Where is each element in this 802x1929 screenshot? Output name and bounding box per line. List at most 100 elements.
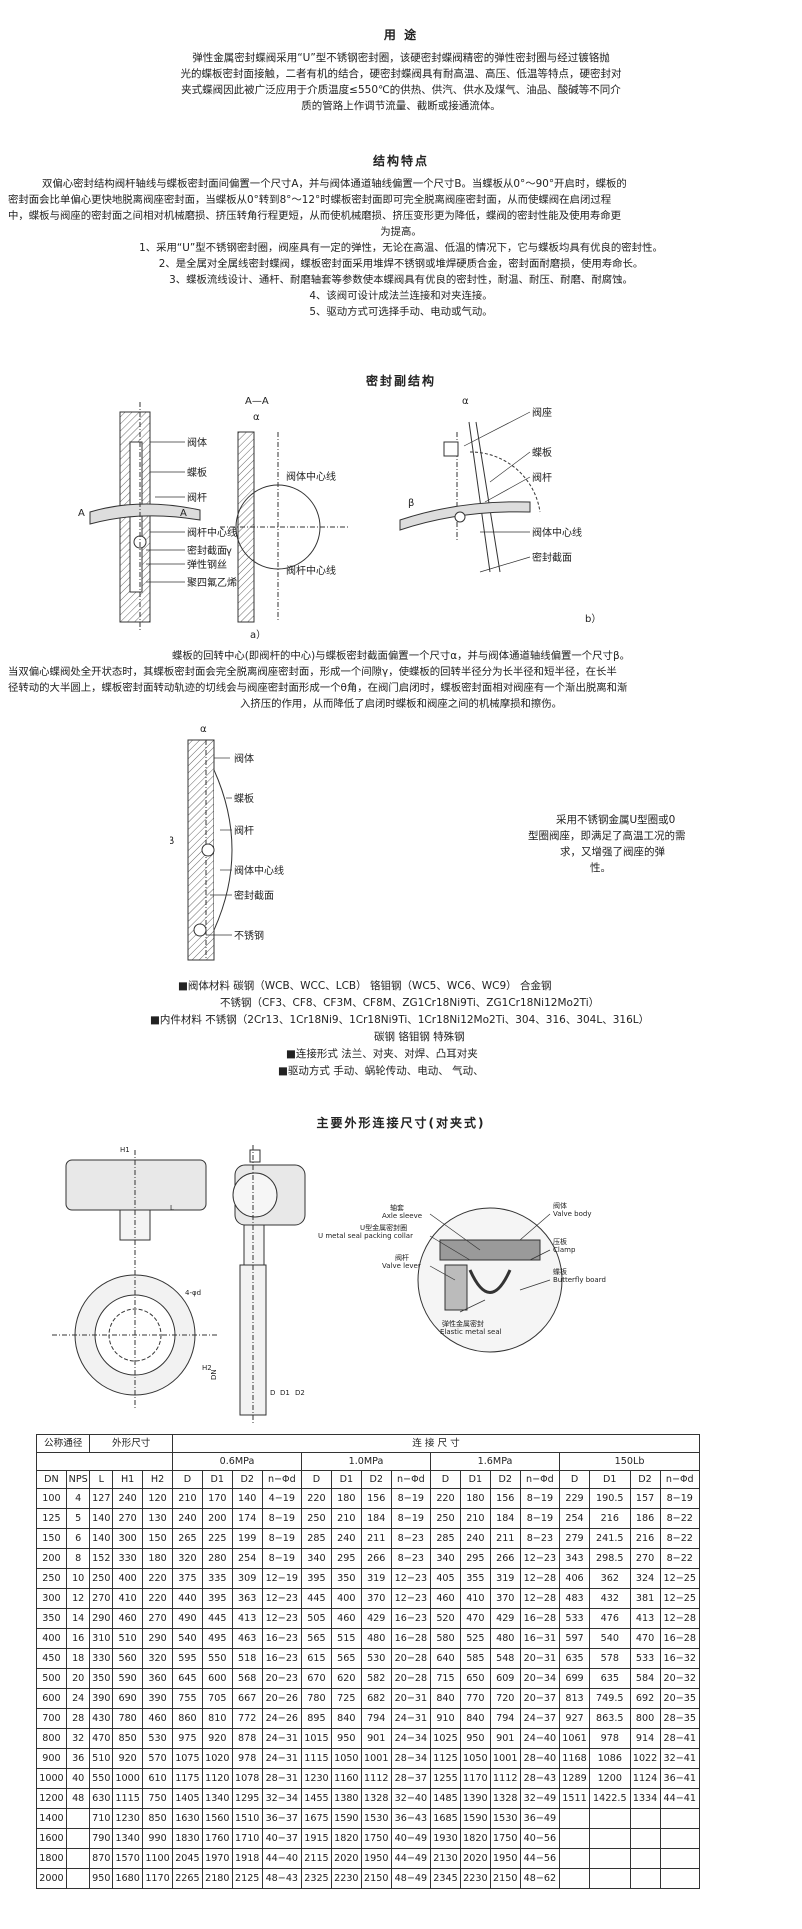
table-cell: 211 [489,1528,521,1549]
column-header: L [89,1470,114,1489]
table-cell: 950 [330,1728,362,1749]
diagram-a-label: 聚四氟乙烯 [187,576,237,589]
table-cell: 279 [559,1528,590,1549]
table-cell: 16−23 [261,1648,303,1669]
table-cell: 20−31 [390,1688,432,1709]
table-cell [629,1868,661,1889]
table-cell: 460 [330,1608,362,1629]
header-outline-dims: 外形尺寸 [89,1434,173,1453]
table-cell: 1820 [330,1828,362,1849]
table-cell: 250 [36,1568,67,1589]
table-cell: 12−23 [390,1568,432,1589]
table-cell: 2045 [171,1848,203,1869]
table-cell: 220 [430,1488,461,1509]
diagram-aa-label: 阀体中心线 [286,470,336,483]
table-cell: 901 [489,1728,521,1749]
table-cell: 381 [629,1588,661,1609]
table-cell: 340 [430,1548,461,1569]
table-cell: 125 [36,1508,67,1529]
table-cell: 295 [330,1548,362,1569]
table-cell: 298.5 [588,1548,631,1569]
table-cell: 1760 [201,1828,233,1849]
table-cell: 770 [459,1688,491,1709]
table-cell: 650 [459,1668,491,1689]
column-header: H1 [112,1470,144,1489]
table-cell [629,1848,661,1869]
table-cell: 40−49 [390,1828,432,1849]
table-cell: 48−62 [519,1868,561,1889]
table-cell: 1340 [201,1788,233,1809]
table-cell: 28−40 [519,1748,561,1769]
table-cell: 1061 [559,1728,590,1749]
table-cell: 1685 [430,1808,461,1829]
table-cell: 1160 [330,1768,362,1789]
table-cell [588,1808,631,1829]
table-cell [588,1828,631,1849]
table-cell: 1918 [231,1848,263,1869]
table-cell: 1100 [142,1848,173,1869]
features-line: 为提高。 [380,226,422,238]
table-cell [659,1828,700,1849]
table-cell: 8−23 [390,1528,432,1549]
u-ring-label: 阀体中心线 [234,864,284,877]
table-cell: 290 [89,1608,114,1629]
material-line: 碳钢 铬钼钢 特殊钢 [374,1031,465,1043]
table-cell: 1820 [459,1828,491,1849]
table-cell: 505 [301,1608,332,1629]
table-cell: 405 [430,1568,461,1589]
beta-symbol: β [408,498,414,509]
table-cell: 609 [489,1668,521,1689]
table-header-row: 公称通径 外形尺寸 连 接 尺 寸 [35,1434,701,1453]
table-cell: 692 [629,1688,661,1709]
table-cell [559,1828,590,1849]
detail-label-en: Butterfly board [553,1276,606,1284]
material-line: ■连接形式 法兰、对夹、对焊、凸耳对夹 [286,1048,478,1060]
column-header: n−Φd [659,1470,700,1489]
table-cell: 360 [142,1668,173,1689]
table-cell: 584 [629,1668,661,1689]
table-cell: 530 [142,1728,173,1749]
table-cell: 978 [231,1748,263,1769]
note-line: 型圈阀座，即满足了高温工况的需 [528,830,686,842]
table-cell: 355 [459,1568,491,1589]
dim-h1: H1 [120,1146,130,1154]
column-header: D [559,1470,590,1489]
table-cell: 518 [231,1648,263,1669]
table-cell: 1590 [459,1808,491,1829]
table-cell: 14 [65,1608,91,1629]
dimensions-table: 公称通径 外形尺寸 连 接 尺 寸 0.6MPa 1.0MPa 1.6MPa 1… [35,1434,701,1889]
diagram-a: A A 阀体 蝶板 阀杆 阀杆中心线 密封截面 弹性钢丝 聚四氟乙烯 [78,402,237,632]
table-cell: 20−32 [659,1668,700,1689]
detail-label-en: Axle sleeve [382,1212,422,1220]
table-cell: 840 [330,1708,362,1729]
table-cell: 8−19 [659,1488,700,1509]
table-cell: 8−22 [659,1508,700,1529]
table-cell: 44−49 [390,1848,432,1869]
features-line: 密封面会比单偏心更快地脱离阀座密封面，当蝶板从0°转到8°～12°时蝶板密封面即… [8,194,612,206]
table-cell: 749.5 [588,1688,631,1709]
front-view-drawing: H1 L 4-φd H2 [52,1146,218,1410]
table-cell: 1050 [459,1748,491,1769]
table-cell: 1025 [430,1728,461,1749]
table-cell: 300 [36,1588,67,1609]
table-cell: 44−56 [519,1848,561,1869]
table-cell: 266 [489,1548,521,1569]
diagram-b-label: 密封截面 [532,551,572,564]
table-cell: 254 [559,1508,590,1529]
table-cell: 635 [559,1648,590,1669]
table-cell: 429 [360,1608,392,1629]
table-cell: 12−25 [659,1588,700,1609]
detail-label-en: U metal seal packing collar [318,1232,413,1240]
u-ring-label: 阀体 [234,752,254,765]
table-cell: 1000 [112,1768,144,1789]
header-pressure: 150Lb [559,1452,700,1471]
material-line: ■内件材料 不锈钢（2Cr13、1Cr18Ni9、1Cr18Ni9Ti、1Cr1… [150,1014,650,1026]
column-header: D1 [588,1470,631,1489]
table-cell: 790 [89,1828,114,1849]
dim-dn: DN [210,1369,218,1380]
table-cell: 1530 [360,1808,392,1829]
table-cell: 229 [559,1488,590,1509]
table-cell: 1950 [360,1848,392,1869]
